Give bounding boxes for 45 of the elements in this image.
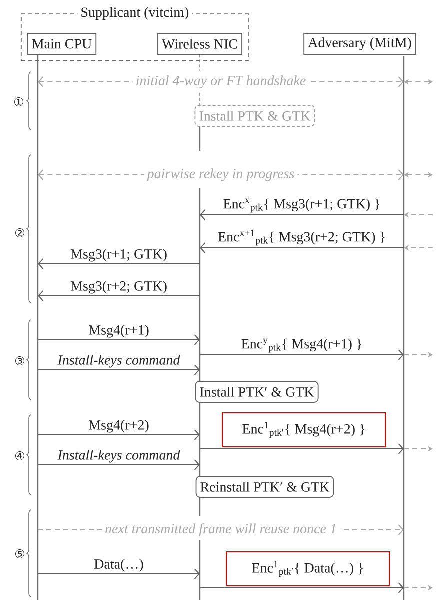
arrow [38, 460, 200, 470]
participant-box: Adversary (MitM) [304, 33, 416, 55]
arrow [38, 364, 200, 376]
arrow [38, 568, 200, 580]
arrow [200, 350, 404, 360]
edge-label: Install-keys command [58, 450, 180, 463]
edge-label: Install-keys command [58, 355, 180, 368]
step-number: ① [14, 98, 24, 106]
action-box: Install PTK′ & GTK [195, 381, 319, 403]
dashed-arrow [404, 172, 433, 178]
edge-label: Enc$^{x+1}$$_{ptk}${ Msg3(r+2; GTK) } [218, 230, 385, 246]
lifeline [37, 54, 39, 600]
participant-box: Main CPU [27, 33, 97, 55]
lifeline [199, 540, 201, 600]
arrow [200, 210, 404, 220]
arrow [38, 290, 200, 302]
action-box: Reinstall PTK′ & GTK [196, 476, 334, 498]
edge-label: Msg4(r+2) [89, 420, 149, 433]
dashed-arrow [404, 79, 433, 85]
edge-label: Enc$^{y}$$_{ptk}${ Msg4(r+1) } [242, 338, 362, 353]
edge-label: Msg3(r+2; GTK) [70, 281, 167, 294]
lifeline [199, 188, 201, 382]
edge-label: Enc$^{x}$$_{ptk}${ Msg3(r+1; GTK) } [224, 198, 380, 213]
arrow [38, 334, 200, 346]
arrow [38, 430, 200, 440]
action-box: Install PTK & GTK [194, 105, 316, 127]
boxed-edge-label: Enc$^{1}$$_{ptk′}${ Data(…) } [226, 552, 390, 586]
step-number: ③ [16, 356, 24, 366]
edge-label: Msg4(r+1) [89, 325, 149, 338]
edge-label: next transmitted frame will reuse nonce 1 [102, 522, 340, 538]
step-number: ⑤ [16, 550, 24, 558]
step-number: ② [16, 228, 24, 238]
arrow [200, 582, 404, 594]
edge-label: initial 4-way or FT handshake [132, 74, 310, 90]
boxed-edge-label: Enc$^{1}$$_{ptk′}${ Msg4(r+2) } [222, 412, 386, 448]
arrow [200, 444, 404, 454]
participant-box: Wireless NIC [158, 33, 242, 55]
step-number: ④ [16, 452, 24, 460]
lifeline [403, 56, 405, 600]
arrow [38, 258, 200, 270]
edge-label: Msg3(r+1; GTK) [70, 249, 167, 262]
edge-label: pairwise rekey in progress [144, 168, 298, 182]
arrow [200, 242, 404, 254]
lifeline [199, 402, 201, 476]
edge-label: Data(…) [94, 559, 144, 572]
